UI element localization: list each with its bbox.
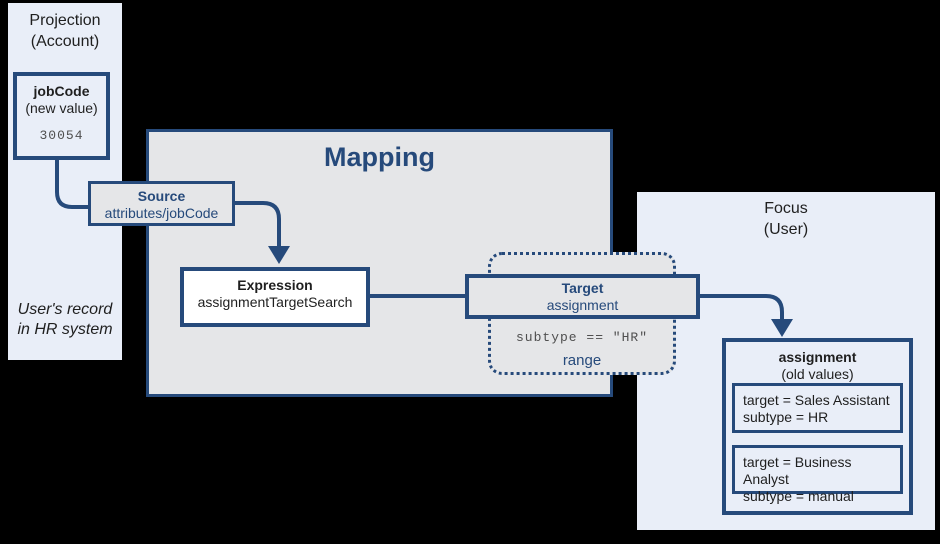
projection-title-line2: (Account) — [30, 33, 100, 50]
jobcode-box-label: jobCode — [33, 83, 90, 99]
value1-line1: target = Sales Assistant — [743, 392, 890, 408]
projection-title-line1: Projection — [29, 12, 101, 29]
assignment-box-label: assignment — [778, 349, 857, 365]
expression-box-label: Expression — [237, 277, 313, 293]
projection-panel-title: Projection (Account) — [8, 10, 122, 52]
target-box-value: assignment — [546, 297, 619, 313]
source-box-value: attributes/jobCode — [104, 205, 219, 221]
range-condition: subtype == "HR" — [515, 330, 649, 345]
value1-line2: subtype = HR — [743, 409, 829, 425]
value2-line1: target = Business Analyst — [743, 454, 852, 487]
projection-footnote: User's record in HR system — [8, 300, 122, 340]
focus-panel-title: Focus (User) — [637, 198, 935, 240]
range-label: range — [562, 352, 602, 369]
source-box: Source attributes/jobCode — [88, 181, 235, 226]
focus-title-line2: (User) — [763, 221, 809, 238]
footnote-line1: User's record — [17, 301, 113, 318]
assignment-value-box: target = Business Analyst subtype = manu… — [732, 445, 903, 504]
mapping-title: Mapping — [324, 142, 435, 172]
source-box-label: Source — [137, 188, 186, 204]
assignment-value-box: target = Sales Assistant subtype = HR — [732, 383, 903, 433]
target-box-label: Target — [561, 280, 604, 296]
target-box: Target assignment — [465, 274, 700, 319]
focus-title-line1: Focus — [764, 200, 808, 217]
jobcode-box: jobCode (new value) 30054 — [13, 72, 110, 160]
assignment-box-subtitle: (old values) — [781, 366, 854, 382]
jobcode-box-value: 30054 — [39, 128, 84, 143]
jobcode-box-subtitle: (new value) — [25, 100, 98, 116]
expression-box-value: assignmentTargetSearch — [197, 294, 353, 310]
value2-line2: subtype = manual — [743, 488, 854, 504]
footnote-line2: in HR system — [17, 321, 113, 338]
expression-box: Expression assignmentTargetSearch — [180, 267, 370, 327]
